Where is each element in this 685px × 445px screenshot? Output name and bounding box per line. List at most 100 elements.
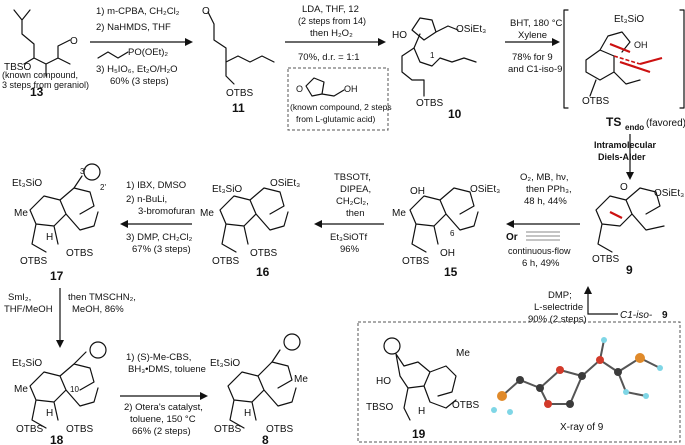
- c8-otbs-right: OTBS: [266, 424, 294, 435]
- c17-h: H: [46, 232, 53, 243]
- cond-f-3: 3-bromofuran: [138, 206, 195, 217]
- c15-osiet3: OSiEt₃: [470, 184, 500, 195]
- c18-furan: [89, 341, 107, 359]
- compound-9: O OSiEt₃ OTBS 9: [592, 182, 684, 277]
- cond-f-4: 3) DMP, CH₂Cl₂: [126, 232, 193, 243]
- c17-otbs-right: OTBS: [66, 248, 94, 259]
- lactone-12: O OH (known compound, 2 steps from L-glu…: [290, 77, 392, 124]
- arrowhead-10-ts: [552, 38, 560, 46]
- c15-oh-bottom: OH: [440, 248, 455, 259]
- c13-o: O: [70, 36, 78, 47]
- xray-atom-h: [601, 337, 607, 343]
- c15-otbs: OTBS: [402, 256, 430, 267]
- compound-16: Et₃SiO OSiEt₃ Me OTBS OTBS 16: [200, 178, 300, 279]
- cond-d-or: Or: [506, 232, 518, 243]
- cond-e-2: DIPEA,: [340, 184, 371, 195]
- cond-b-3: then H₂O₂: [310, 28, 353, 39]
- c17-number: 17: [50, 269, 64, 283]
- arrowhead-17-18: [56, 340, 64, 348]
- c18-et3sio: Et₃SiO: [12, 358, 42, 369]
- conditions-e: TBSOTf, DIPEA, CH₂Cl₂, then Et₃SiOTf 96%: [330, 172, 371, 255]
- cond-i-1: 1) (S)-Me-CBS,: [126, 352, 191, 363]
- c19-h: H: [418, 406, 425, 417]
- cond-i-5: 66% (2 steps): [132, 426, 191, 437]
- c16-otbs-left: OTBS: [212, 256, 240, 267]
- arrowhead-9-15: [506, 220, 514, 228]
- flow-reactor-icon: [526, 231, 560, 241]
- c8-h: H: [244, 408, 251, 419]
- xray-atom-h: [623, 389, 629, 395]
- cond-g-2: L-selectride: [534, 302, 583, 313]
- c8-number: 8: [262, 433, 269, 445]
- c8-otbs-left: OTBS: [214, 424, 242, 435]
- cond-a-5: 60% (3 steps): [110, 76, 169, 87]
- compound-15: OH OSiEt₃ Me OH 6 OTBS 15: [392, 184, 500, 279]
- c8-furan: [283, 333, 301, 351]
- c9iso-label: C1-iso-: [620, 310, 653, 321]
- compound-13: TBSO O 13 (known compound, 3 steps from …: [2, 9, 89, 99]
- cond-f-5: 67% (3 steps): [132, 244, 191, 255]
- cond-g-3: 90% (2 steps): [528, 314, 587, 325]
- c16-osiet3: OSiEt₃: [270, 178, 300, 189]
- xray-atom-o: [596, 356, 604, 364]
- cond-e-6: 96%: [340, 244, 360, 255]
- cond-b-2: (2 steps from 14): [298, 16, 366, 26]
- c18-h: H: [46, 408, 53, 419]
- c16-otbs-right: OTBS: [250, 248, 278, 259]
- cond-c-3: 78% for 9: [512, 52, 553, 63]
- box-19-xray: [357, 321, 681, 443]
- conditions-a: 1) m-CPBA, CH₂Cl₂ 2) NaHMDS, THF PO(OEt)…: [96, 6, 180, 87]
- c13-note-1: (known compound,: [2, 70, 78, 80]
- xray-atom-c: [578, 372, 586, 380]
- xray-atom-c: [566, 400, 574, 408]
- cond-a-1: 1) m-CPBA, CH₂Cl₂: [96, 6, 180, 17]
- c17-otbs-left: OTBS: [20, 256, 48, 267]
- arrowhead-16-17: [120, 220, 128, 228]
- c19-otbs: OTBS: [452, 400, 480, 411]
- cond-h2-1: then TMSCHN₂,: [68, 292, 136, 303]
- arrowhead-ts-9: [626, 172, 634, 180]
- conditions-f: 1) IBX, DMSO 2) n-BuLi, 3-bromofuran 3) …: [126, 180, 195, 255]
- cond-h-1: SmI₂,: [8, 292, 31, 303]
- c19-me: Me: [456, 348, 470, 359]
- c9-o: O: [620, 182, 628, 193]
- c9-otbs: OTBS: [592, 254, 620, 265]
- arrow-iso9-9: [587, 294, 618, 315]
- cond-d-1: O₂, MB, hν,: [520, 172, 569, 183]
- c15-oh-top: OH: [410, 186, 425, 197]
- xray-label: X-ray of 9: [560, 422, 604, 433]
- cond-e-5: Et₃SiOTf: [330, 232, 367, 243]
- cond-e-1: TBSOTf,: [334, 172, 371, 183]
- c10-number: 10: [448, 107, 462, 121]
- c17-et3sio: Et₃SiO: [12, 178, 42, 189]
- c16-me: Me: [200, 208, 214, 219]
- c17-me: Me: [14, 208, 28, 219]
- conditions-c: BHT, 180 °C Xylene 78% for 9 and C1-iso-…: [508, 18, 563, 75]
- c9-osiet3: OSiEt₃: [654, 188, 684, 199]
- cond-g-1: DMP;: [548, 290, 572, 301]
- c10-otbs: OTBS: [416, 98, 444, 109]
- compound-11: O OTBS 11: [202, 6, 275, 115]
- c15-me: Me: [392, 208, 406, 219]
- box-12: [287, 67, 389, 131]
- cond-d-flow-time: 6 h, 49%: [522, 258, 560, 269]
- c18-me: Me: [14, 384, 28, 395]
- conditions-b: LDA, THF, 12 (2 steps from 14) then H₂O₂…: [298, 4, 366, 63]
- conditions-d: O₂, MB, hν, then PPh₃, 48 h, 44% Or cont…: [506, 172, 572, 269]
- compound-17: Et₃SiO Me H 3' 2' OTBS OTBS 17: [12, 163, 106, 283]
- xray-atom-o: [544, 400, 552, 408]
- arrowhead-iso9-9: [584, 286, 592, 294]
- cond-a-4: 3) H₅IO₆, Et₂O/H₂O: [96, 64, 178, 75]
- compound-19: HO Me TBSO H OTBS 19: [366, 337, 480, 441]
- xray-bonds: [501, 339, 661, 405]
- box-12-note-2: from L-glutamic acid): [296, 114, 376, 124]
- cond-c-1: BHT, 180 °C: [510, 18, 563, 29]
- c10-c1: 1: [430, 51, 435, 60]
- cond-f-2: 2) n-BuLi,: [126, 194, 167, 205]
- c13-note-2: 3 steps from geraniol): [2, 80, 89, 90]
- cond-c-4: and C1-iso-9: [508, 64, 562, 75]
- c15-c6: 6: [450, 229, 455, 238]
- cond-a-2: 2) NaHMDS, THF: [96, 22, 171, 33]
